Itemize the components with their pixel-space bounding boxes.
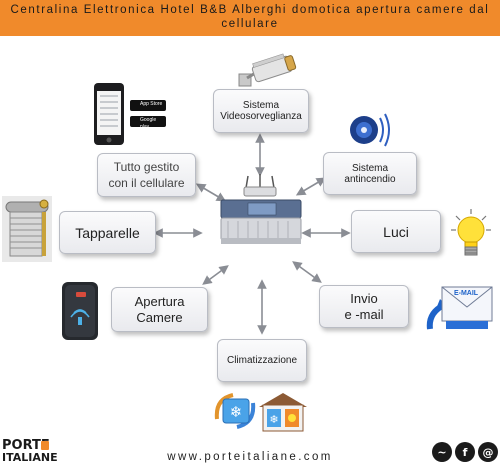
google-play-badge: Google play [140, 117, 166, 131]
arrow-email [296, 264, 318, 280]
node-videosorveglianza: Sistema Videosorveglianza [213, 89, 309, 133]
facebook-icon[interactable]: f [455, 442, 475, 462]
roller-shutter-icon [2, 196, 52, 262]
node-apertura-camere-label: Apertura Camere [135, 294, 185, 326]
node-luci: Luci [351, 210, 441, 253]
card-reader-icon [56, 279, 106, 343]
social-icon-1[interactable]: ~ [432, 442, 452, 462]
node-email: Invio e -mail [319, 285, 409, 328]
node-email-label: Invio e -mail [344, 291, 383, 323]
node-tapparelle: Tapparelle [59, 211, 156, 254]
app-store-badge: App Store [140, 101, 166, 108]
node-climatizzazione: Climatizzazione [217, 339, 307, 382]
footer-website[interactable]: www.porteitaliane.com [0, 451, 500, 463]
climate-control-icon: ❄ ❄ [213, 389, 307, 433]
node-antincendio: Sistema antincendio [323, 152, 417, 195]
node-cellulare: Tutto gestito con il cellulare [97, 153, 196, 197]
node-videosorveglianza-label: Sistema Videosorveglianza [220, 100, 302, 122]
control-unit-icon [218, 172, 304, 248]
fire-alarm-icon [348, 108, 394, 148]
svg-text:❄: ❄ [230, 403, 243, 421]
node-climatizzazione-label: Climatizzazione [227, 355, 297, 366]
node-cellulare-label: Tutto gestito con il cellulare [108, 159, 184, 191]
node-apertura-camere: Apertura Camere [111, 287, 208, 332]
light-bulb-icon [450, 208, 492, 260]
svg-text:❄: ❄ [269, 413, 278, 426]
email-contact-icon[interactable]: @ [478, 442, 498, 462]
node-tapparelle-label: Tapparelle [75, 225, 140, 241]
arrow-apertura [206, 268, 225, 282]
node-luci-label: Luci [383, 224, 409, 240]
email-icon-label: E-MAIL [444, 290, 488, 297]
smartphone-icon [92, 82, 170, 148]
security-camera-icon [237, 52, 299, 88]
node-antincendio-label: Sistema antincendio [344, 163, 395, 185]
logo-door-icon [40, 440, 50, 450]
